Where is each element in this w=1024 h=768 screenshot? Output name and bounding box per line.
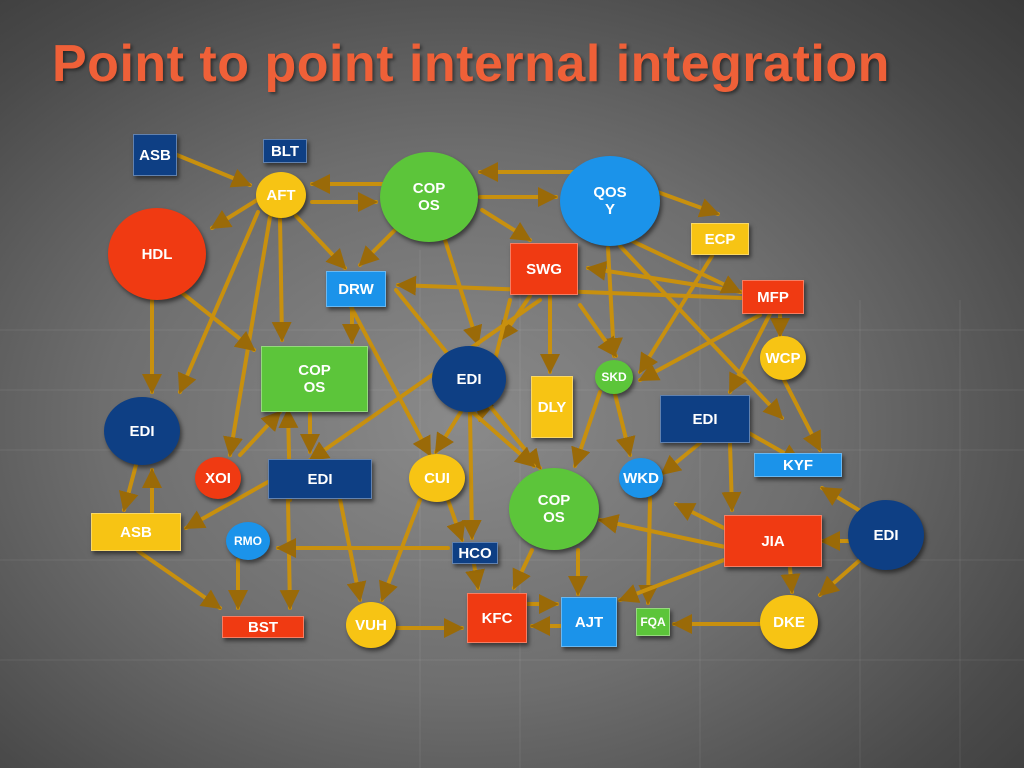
node-qosy[interactable]: QOS Y xyxy=(560,156,660,246)
node-mfp[interactable]: MFP xyxy=(742,280,804,314)
node-kfc[interactable]: KFC xyxy=(467,593,527,643)
connection-arrow xyxy=(446,498,466,542)
connection-arrow xyxy=(820,486,864,514)
connection-arrow xyxy=(279,498,300,610)
connection-arrow xyxy=(613,392,636,457)
connection-arrow xyxy=(782,378,822,452)
node-fqa[interactable]: FQA xyxy=(636,608,670,636)
node-edi-far-right[interactable]: EDI xyxy=(848,500,924,570)
connection-arrow xyxy=(434,408,464,454)
connection-arrow xyxy=(468,408,536,468)
connection-arrow xyxy=(480,208,532,242)
node-kyf[interactable]: KYF xyxy=(754,453,842,477)
connection-arrow xyxy=(818,558,862,597)
node-edi-center[interactable]: EDI xyxy=(432,346,506,412)
node-jia[interactable]: JIA xyxy=(724,515,822,567)
connection-arrow xyxy=(618,558,726,603)
connection-arrow xyxy=(348,303,432,457)
connection-arrow xyxy=(136,549,222,610)
connection-arrow xyxy=(177,210,260,394)
connection-arrow xyxy=(618,244,784,420)
page-title: Point to point internal integration xyxy=(52,35,890,93)
connection-arrow xyxy=(461,410,482,540)
connection-arrow xyxy=(598,514,732,550)
node-wcp[interactable]: WCP xyxy=(760,336,806,380)
node-ajt[interactable]: AJT xyxy=(561,597,617,647)
connection-arrow xyxy=(674,502,730,532)
node-rmo[interactable]: RMO xyxy=(226,522,270,560)
node-edi-left[interactable]: EDI xyxy=(104,397,180,465)
connection-arrow xyxy=(780,566,801,594)
connection-arrow xyxy=(728,312,772,394)
node-swg[interactable]: SWG xyxy=(510,243,578,295)
connection-arrow xyxy=(660,441,702,476)
node-copos-mid[interactable]: COP OS xyxy=(261,346,368,412)
connection-arrow xyxy=(578,303,618,358)
node-drw[interactable]: DRW xyxy=(326,271,386,307)
connection-arrow xyxy=(210,198,259,230)
node-wkd[interactable]: WKD xyxy=(619,458,663,498)
node-cui[interactable]: CUI xyxy=(409,454,465,502)
connection-arrow xyxy=(603,246,623,358)
node-blt[interactable]: BLT xyxy=(263,139,307,163)
connection-arrow xyxy=(638,254,714,374)
connection-arrow xyxy=(443,238,483,346)
connection-arrow xyxy=(465,562,485,590)
connection-arrow xyxy=(358,223,402,267)
node-dke[interactable]: DKE xyxy=(760,595,818,649)
node-asb-top[interactable]: ASB xyxy=(133,134,177,176)
connection-arrow xyxy=(174,286,256,352)
node-dly[interactable]: DLY xyxy=(531,376,573,438)
connection-arrow xyxy=(308,298,542,462)
node-edi-right[interactable]: EDI xyxy=(660,395,750,443)
node-edi-rect-left[interactable]: EDI xyxy=(268,459,372,499)
connection-arrow xyxy=(571,390,602,468)
connection-arrow xyxy=(721,441,742,512)
connection-arrow xyxy=(294,214,347,270)
connection-arrow xyxy=(628,238,742,294)
node-aft[interactable]: AFT xyxy=(256,172,306,218)
connection-arrow xyxy=(512,548,534,590)
node-hdl[interactable]: HDL xyxy=(108,208,206,300)
connection-arrow xyxy=(271,216,292,342)
node-bst[interactable]: BST xyxy=(222,616,304,638)
connection-arrow xyxy=(650,188,720,218)
connection-arrow xyxy=(638,496,659,605)
connection-arrow xyxy=(118,463,139,512)
node-copos-bottom[interactable]: COP OS xyxy=(509,468,599,550)
connection-arrow xyxy=(638,313,762,382)
node-ecp[interactable]: ECP xyxy=(691,223,749,255)
connection-arrow xyxy=(175,153,252,188)
node-copos-top[interactable]: COP OS xyxy=(380,152,478,242)
node-vuh[interactable]: VUH xyxy=(346,602,396,648)
node-xoi[interactable]: XOI xyxy=(195,457,241,499)
node-asb-bottom[interactable]: ASB xyxy=(91,513,181,551)
connection-arrow xyxy=(238,410,282,457)
node-hco[interactable]: HCO xyxy=(452,542,498,564)
connection-arrow xyxy=(586,260,744,294)
connection-arrow xyxy=(184,480,270,530)
node-skd[interactable]: SKD xyxy=(595,360,633,394)
